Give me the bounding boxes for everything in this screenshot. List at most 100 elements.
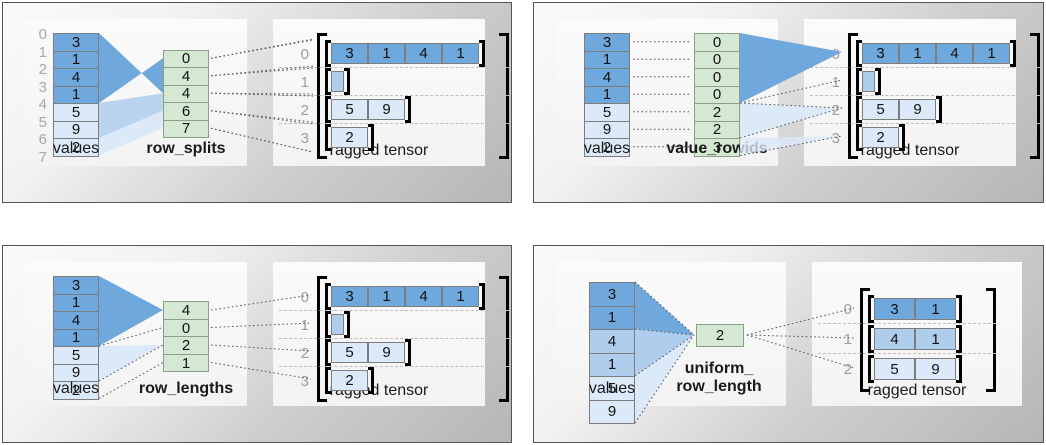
- partition-cell: 0: [694, 85, 740, 104]
- row-bracket-right: [344, 67, 350, 95]
- value-cell: 5: [53, 103, 99, 122]
- tensor-row: [325, 310, 350, 338]
- partition-cell: 6: [163, 102, 209, 121]
- value-cell: 4: [589, 329, 635, 354]
- values-index: 0: [38, 26, 47, 43]
- partition-cell: 0: [694, 68, 740, 87]
- tensor-row-index: 3: [831, 129, 840, 147]
- tensor-cell: 2: [862, 126, 899, 148]
- partition-cell: 2: [696, 324, 744, 347]
- tensor-cell: 9: [915, 358, 956, 380]
- row-bracket-right: [368, 366, 374, 394]
- values-index: 4: [38, 96, 47, 113]
- tensor-row-index: 1: [843, 331, 852, 348]
- row-bracket-left: [868, 325, 874, 353]
- tensor-row-index: 1: [300, 73, 309, 91]
- tensor-cell: 5: [874, 358, 915, 380]
- row-bracket-left: [325, 338, 331, 366]
- label-partition: uniform_row_length: [634, 360, 804, 396]
- row-bracket-right: [956, 325, 962, 353]
- values-index: 2: [38, 61, 47, 78]
- value-cell: 4: [584, 68, 630, 87]
- row-bracket-left: [856, 123, 862, 151]
- tensor-row-index: 0: [300, 45, 309, 63]
- row-bracket-right: [899, 123, 905, 151]
- partition-cell: 0: [694, 33, 740, 52]
- partition-cell: 2: [694, 103, 740, 122]
- partition-cell: 0: [163, 318, 209, 338]
- row-separator: [810, 94, 1040, 96]
- tensor-cell: 2: [331, 126, 368, 148]
- row-bracket-right: [479, 39, 485, 67]
- value-cell: 1: [53, 50, 99, 69]
- bracket-right: [1030, 33, 1040, 159]
- row-separator: [279, 337, 509, 339]
- tensor-row: 2: [856, 123, 905, 151]
- value-cell: 1: [589, 305, 635, 330]
- row-bracket-left: [325, 366, 331, 394]
- tensor-row: [856, 67, 881, 95]
- partition-cell: 4: [163, 301, 209, 320]
- bracket-right: [499, 276, 509, 402]
- row-separator: [818, 323, 996, 324]
- row-bracket-right: [875, 67, 881, 95]
- tensor-row-index: 2: [831, 101, 840, 119]
- value-cell: 3: [584, 33, 630, 52]
- row-bracket-right: [344, 310, 350, 338]
- row-bracket-left: [325, 310, 331, 338]
- tensor-cell-empty: [862, 70, 875, 92]
- tensor-cell: 1: [899, 42, 936, 64]
- tensor-cell: 9: [368, 341, 405, 363]
- label-partition: value_rowids: [666, 140, 768, 157]
- value-cell: 2: [53, 138, 99, 157]
- tensor-row-index: 0: [843, 301, 852, 318]
- bracket-left: [848, 33, 858, 159]
- row-bracket-left: [325, 39, 331, 67]
- tensor-cell: 3: [331, 42, 368, 64]
- values-index: 3: [38, 78, 47, 96]
- row-bracket-left: [868, 355, 874, 383]
- tensor-row-index: 2: [300, 344, 309, 362]
- row-bracket-right: [405, 338, 411, 366]
- row-bracket-left: [325, 282, 331, 310]
- value-cell: 2: [53, 381, 99, 400]
- label-partition-line1: uniform_: [684, 360, 754, 377]
- label-tensor: ragged tensor: [867, 382, 967, 399]
- value-cell: 9: [53, 120, 99, 139]
- value-cell: 1: [53, 85, 99, 104]
- tensor-row: 2: [325, 123, 374, 151]
- row-separator: [279, 122, 509, 124]
- partition-cell: 2: [694, 120, 740, 139]
- tensor-cell: 3: [862, 42, 899, 64]
- tensor-cell: 5: [331, 98, 368, 120]
- tensor-cell: 1: [442, 285, 479, 307]
- tensor-cell: 1: [915, 328, 956, 350]
- value-cell: 5: [53, 346, 99, 365]
- row-bracket-left: [856, 95, 862, 123]
- tensor-cell-empty: [331, 70, 344, 92]
- values-index: 7: [38, 148, 47, 166]
- tensor-cell: 1: [368, 285, 405, 307]
- tensor-cell: 9: [368, 98, 405, 120]
- partition-cell: 4: [163, 84, 209, 103]
